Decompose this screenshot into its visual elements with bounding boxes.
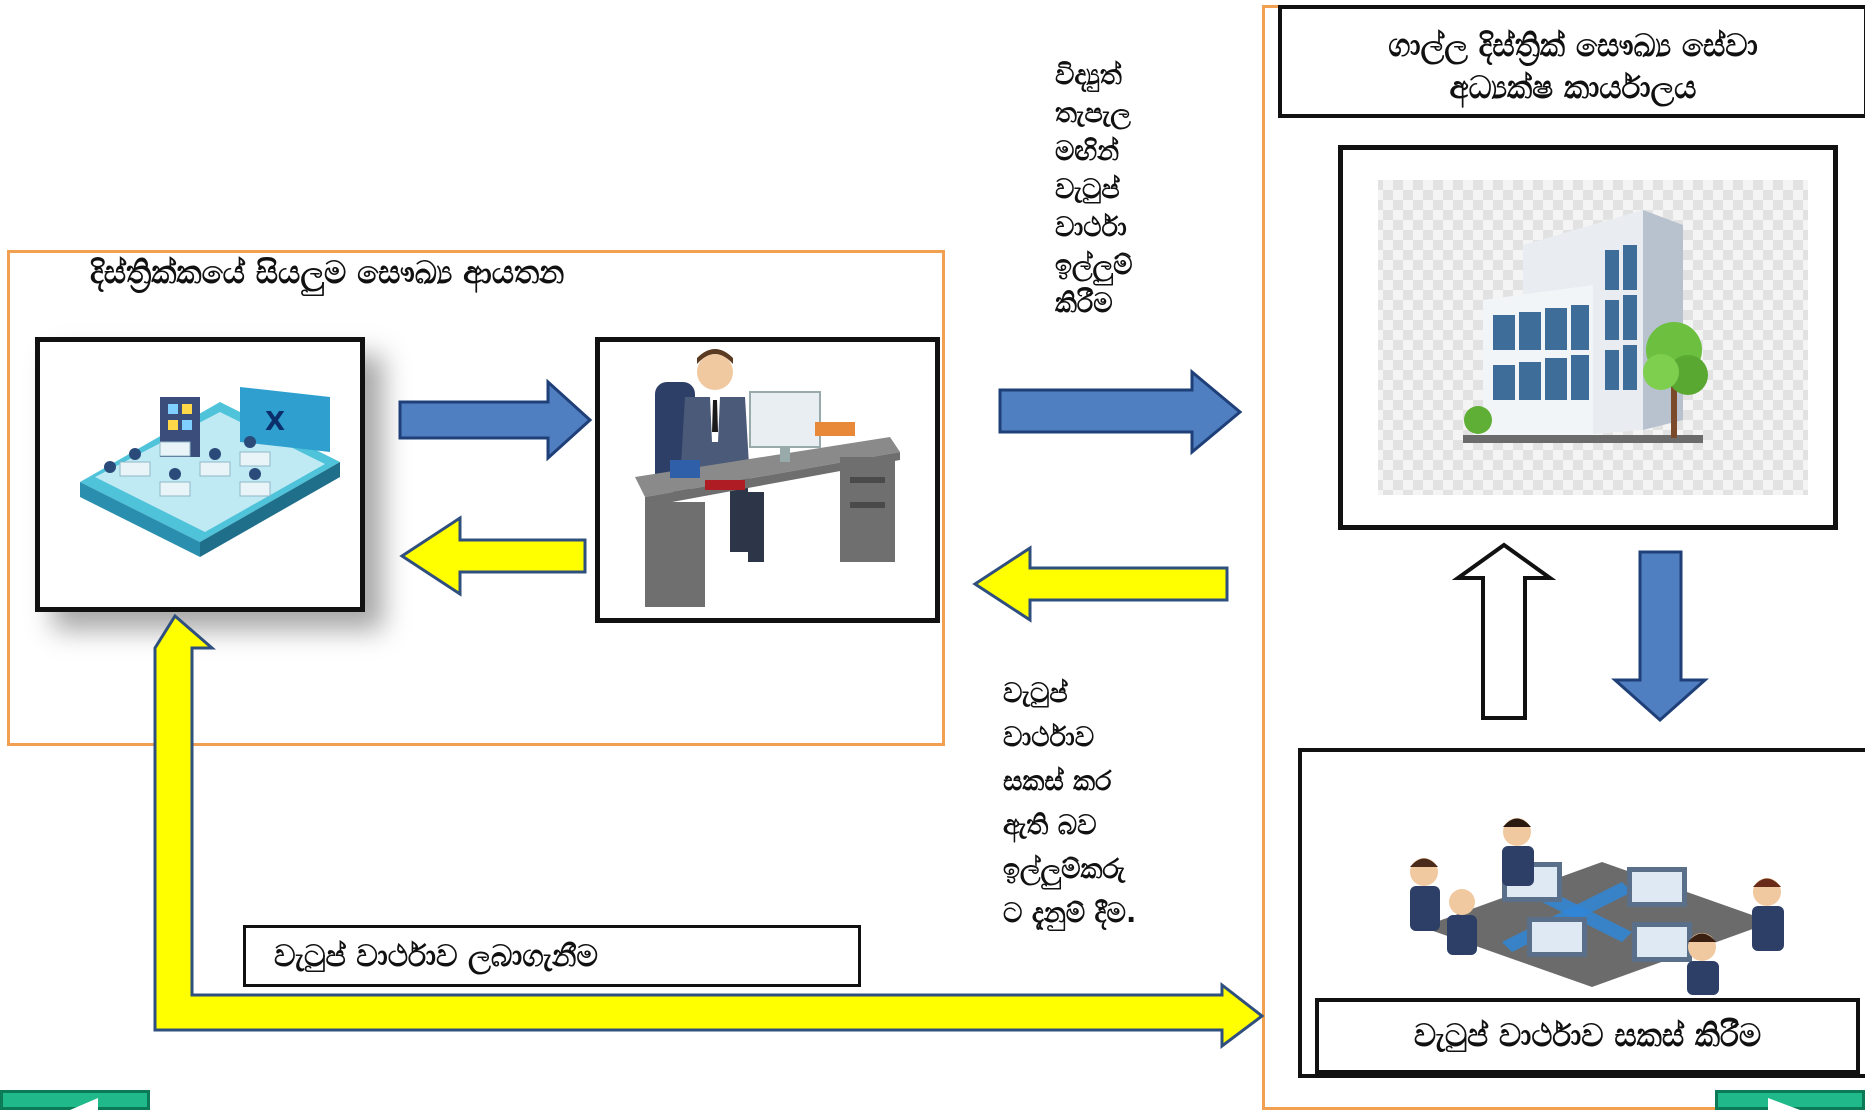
payroll-caption-box: වැටුප් වාර්ථාව සකස් කිරීම <box>1315 998 1860 1074</box>
notify-text-line: සකස් කර <box>1003 766 1112 797</box>
request-text-line: විද්‍යුත් <box>1055 60 1122 91</box>
health-institutions-title: දිස්ත්‍රික්කයේ සියලුම සෞඛ්‍ය ආයතන <box>90 255 565 291</box>
next-slide-button[interactable] <box>1715 1090 1865 1113</box>
receive-payroll-label-box: වැටුප් වාර්ථාව ලබාගැනීම <box>243 925 861 987</box>
team-at-computers-icon <box>1410 818 1784 995</box>
request-text-line: කිරීම <box>1055 288 1113 319</box>
request-text-line: වැටුප් <box>1055 174 1120 205</box>
payroll-team-image: වැටුප් වාර්ථාව සකස් කිරීම <box>1298 748 1865 1078</box>
health-institutions-image: X <box>35 337 365 612</box>
galle-rdhs-title-line2: අධ්‍යක්ෂ කාර්යාලය <box>1449 70 1697 106</box>
blue-arrow-right-large <box>998 368 1243 456</box>
previous-slide-button[interactable] <box>0 1090 150 1113</box>
galle-rdhs-title-box: ගාල්ල දිස්ත්‍රික් සෞඛ්‍ය සේවා අධ්‍යක්ෂ ක… <box>1278 5 1865 118</box>
yellow-arrow-left-large <box>972 545 1229 623</box>
clerk-image <box>595 337 940 623</box>
notify-text-line: වාර්ථාව <box>1003 722 1095 753</box>
office-building-icon <box>1378 180 1808 495</box>
request-text-line: මඟින් <box>1055 136 1120 167</box>
office-building-image <box>1338 145 1838 530</box>
notify-requester-text: වැටුප් වාර්ථාව සකස් කර ඇති බව ඉල්ලුම්කරු… <box>1003 672 1223 936</box>
request-email-text: විද්‍යුත් තැපැල මඟින් වැටුප් වාර්ථා ඉල්ල… <box>1055 57 1195 323</box>
request-text-line: තැපැල <box>1055 98 1131 129</box>
payroll-caption: වැටුප් වාර්ථාව සකස් කිරීම <box>1413 1017 1762 1054</box>
office-floor-plan-icon: X <box>80 387 340 557</box>
notify-text-line: ට දැනුම් දීම. <box>1003 898 1137 929</box>
arrow-right-icon <box>1768 1098 1808 1113</box>
notify-text-line: ඉල්ලුම්කරු <box>1003 854 1126 885</box>
notify-text-line: වැටුප් <box>1003 678 1068 709</box>
request-text-line: ඉල්ලුම් <box>1055 250 1133 281</box>
clerk-at-desk-icon <box>635 349 900 607</box>
notify-text-line: ඇති බව <box>1003 810 1097 841</box>
svg-text:X: X <box>265 407 285 437</box>
galle-rdhs-title-line1: ගාල්ල දිස්ත්‍රික් සෞඛ්‍ය සේවා <box>1388 28 1758 64</box>
request-text-line: වාර්ථා <box>1055 212 1127 243</box>
arrow-left-icon <box>63 1098 98 1113</box>
receive-payroll-label: වැටුප් වාර්ථාව ලබාගැනීම <box>274 938 598 974</box>
